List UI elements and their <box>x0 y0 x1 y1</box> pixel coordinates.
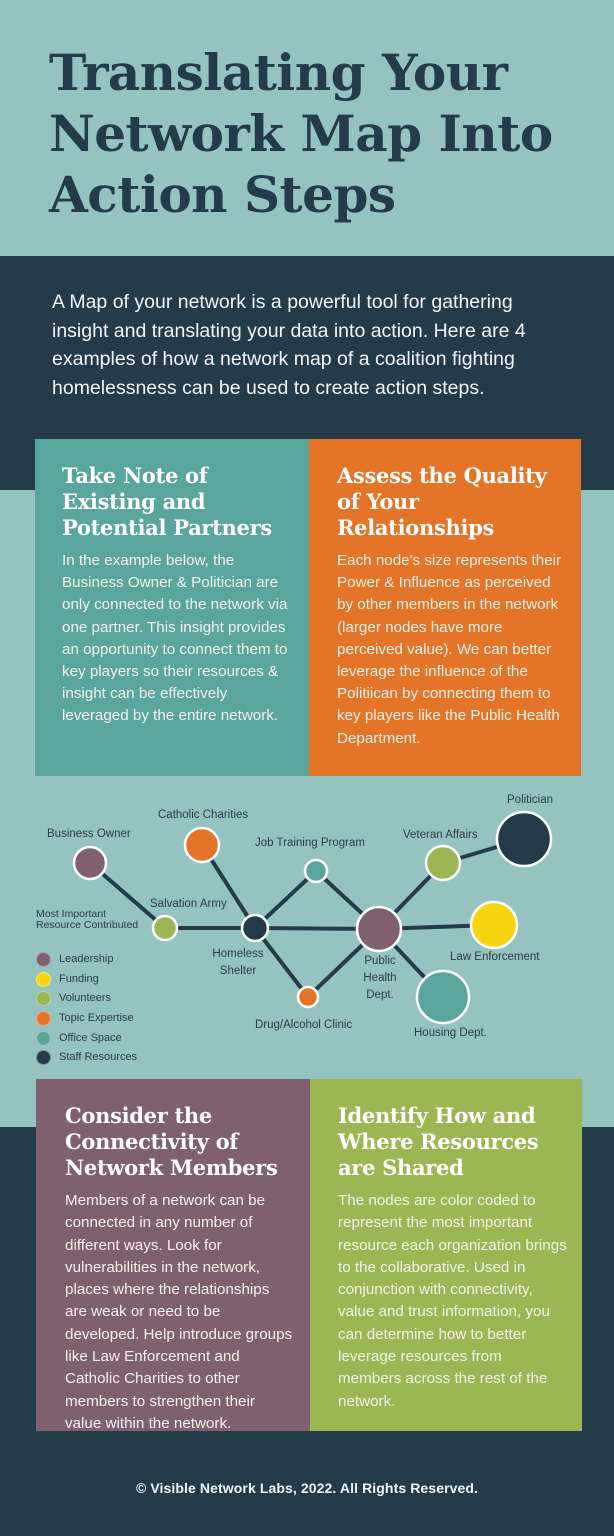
legend-dot-icon <box>36 990 51 1006</box>
label-law-enforcement: Law Enforcement <box>450 951 540 963</box>
legend-dot-icon <box>36 1049 51 1065</box>
page-title: Translating Your Network Map Into Action… <box>49 43 553 224</box>
node-salvation-army <box>151 914 179 942</box>
legend-item-leadership: Leadership <box>36 951 113 967</box>
card-connectivity: Consider the Connectivity of Network Mem… <box>36 1079 310 1432</box>
card-body: Each node's size represents their Power … <box>337 552 562 747</box>
label-business-owner: Business Owner <box>47 828 131 840</box>
node-business-owner <box>72 845 108 881</box>
node-veteran-affairs <box>424 844 462 882</box>
network-map: Business Owner Catholic Charities Job Tr… <box>0 776 614 1079</box>
intro-text: A Map of your network is a powerful tool… <box>52 291 526 399</box>
label-housing-dept: Housing Dept. <box>414 1027 487 1039</box>
card-body: The nodes are color coded to represent t… <box>338 1192 567 1410</box>
label-homeless-shelter-line2: Shelter <box>219 965 257 977</box>
label-job-training: Job Training Program <box>255 837 365 849</box>
card-body: Members of a network can be connected in… <box>65 1192 293 1432</box>
node-politician <box>495 810 553 868</box>
legend-title: Most Important Resource Contributed <box>36 908 139 931</box>
network-nodes <box>72 810 553 1025</box>
card-title: Take Note of Existing and Potential Part… <box>62 463 272 540</box>
network-graph <box>72 810 553 1025</box>
legend-item-staff-resources: Staff Resources <box>36 1049 137 1065</box>
legend-item-topic-expertise: Topic Expertise <box>36 1010 134 1026</box>
card-body: In the example below, the Business Owner… <box>62 552 288 725</box>
legend-item-office-space: Office Space <box>36 1030 122 1046</box>
card-existing-partners: Take Note of Existing and Potential Part… <box>35 439 309 776</box>
legend-dot-icon <box>36 951 51 967</box>
legend: Most Important Resource Contributed Lead… <box>36 908 146 1065</box>
legend-item-volunteers: Volunteers <box>36 990 111 1006</box>
legend-dot-icon <box>36 1010 51 1026</box>
card-title: Assess the Quality of Your Relationships <box>337 463 547 540</box>
card-relationship-quality: Assess the Quality of Your Relationships… <box>309 439 581 776</box>
card-resources-shared: Identify How and Where Resources are Sha… <box>310 1079 582 1431</box>
node-public-health <box>355 905 403 953</box>
node-drug-clinic <box>296 985 320 1009</box>
label-veteran-affairs: Veteran Affairs <box>403 829 478 841</box>
label-drug-clinic: Drug/Alcohol Clinic <box>255 1019 353 1031</box>
node-housing-dept <box>415 969 471 1025</box>
footer-copyright: © Visible Network Labs, 2022. All Rights… <box>135 1480 479 1496</box>
label-catholic-charities: Catholic Charities <box>158 809 249 821</box>
node-homeless-shelter <box>240 913 270 943</box>
node-job-training <box>303 858 329 884</box>
legend-item-funding: Funding <box>36 971 99 987</box>
legend-dot-icon <box>36 1030 51 1046</box>
label-public-health-line2: Health <box>363 972 397 984</box>
node-law-enforcement <box>469 900 519 950</box>
label-salvation-army: Salvation Army <box>150 898 227 910</box>
label-public-health-line3: Dept. <box>366 989 394 1001</box>
node-catholic-charities <box>183 826 221 864</box>
card-title: Consider the Connectivity of Network Mem… <box>65 1103 278 1180</box>
label-politician: Politician <box>507 794 554 806</box>
title-band <box>0 0 614 256</box>
card-title: Identify How and Where Resources are Sha… <box>338 1103 539 1180</box>
label-homeless-shelter-line1: Homeless <box>212 948 264 960</box>
label-public-health-line1: Public <box>364 955 396 967</box>
legend-dot-icon <box>36 971 51 987</box>
